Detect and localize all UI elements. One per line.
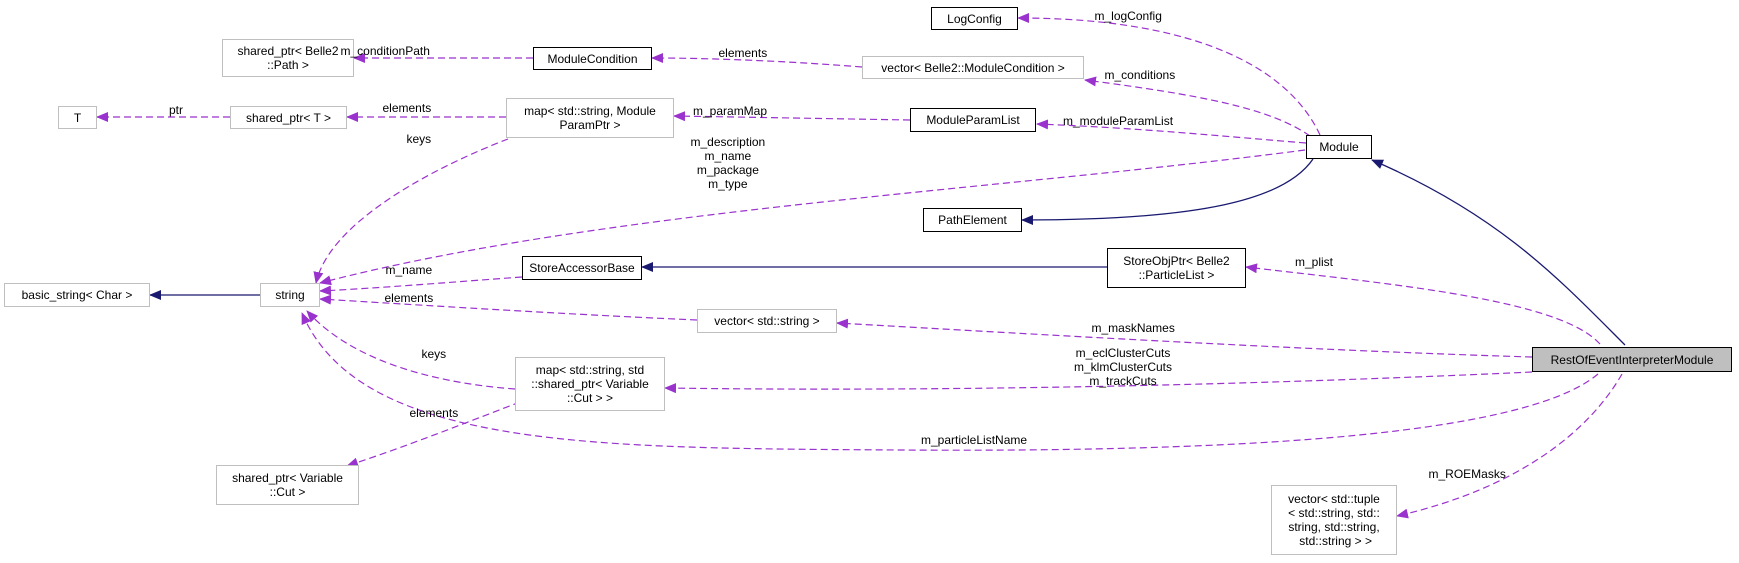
- edge-roe-to-vectortuple: [1396, 373, 1623, 519]
- node-shared-ptr-cut[interactable]: shared_ptr< Variable ::Cut >: [216, 465, 359, 505]
- edge-roe-to-string: [301, 312, 1599, 451]
- node-shared-ptr-t[interactable]: shared_ptr< T >: [230, 106, 347, 129]
- edge-label-cuts: m_eclClusterCuts m_klmClusterCuts m_trac…: [1074, 346, 1173, 388]
- edge-label-m-param-map: m_paramMap: [693, 104, 768, 118]
- edge-cutmap-to-sharedptrcut: [346, 401, 521, 468]
- edge-label-m-plist: m_plist: [1295, 255, 1334, 269]
- edge-roe-to-cutmap: [664, 371, 1533, 394]
- edge-module-to-string: [319, 149, 1306, 286]
- node-module-param-list[interactable]: ModuleParamList: [910, 108, 1036, 132]
- edge-vectorstring-to-string: [319, 294, 698, 321]
- edge-label-keys-cut-map: keys: [421, 347, 447, 361]
- edge-label-module-strings: m_description m_name m_package m_type: [690, 135, 766, 191]
- edge-label-elements-vector: elements: [384, 291, 434, 305]
- edge-roe-to-vectorstring: [836, 318, 1533, 358]
- edge-label-m-module-param-list: m_moduleParamList: [1063, 114, 1174, 128]
- edge-roe-to-module: [1371, 159, 1626, 346]
- edge-label-m-conditions: m_conditions: [1104, 68, 1176, 82]
- edge-label-elements-map: elements: [382, 101, 432, 115]
- edge-module-to-vectormodulecondition: [1084, 76, 1311, 137]
- node-store-accessor-base[interactable]: StoreAccessorBase: [522, 256, 642, 280]
- edge-label-ptr: ptr: [169, 103, 184, 117]
- node-shared-ptr-path[interactable]: shared_ptr< Belle2 ::Path >: [222, 39, 354, 77]
- node-vector-string[interactable]: vector< std::string >: [697, 309, 837, 333]
- edge-module-to-moduleparamlist: [1036, 119, 1307, 144]
- node-t[interactable]: T: [58, 106, 97, 129]
- edge-label-m-mask-names: m_maskNames: [1091, 321, 1175, 335]
- edge-storeaccessorbase-to-string: [319, 276, 523, 296]
- node-string[interactable]: string: [260, 283, 320, 307]
- edge-label-m-particle-list-name: m_particleListName: [921, 433, 1028, 447]
- node-store-obj-ptr[interactable]: StoreObjPtr< Belle2 ::ParticleList >: [1107, 248, 1246, 288]
- edge-label-elements-cut: elements: [409, 406, 459, 420]
- edge-label-m-roe-masks: m_ROEMasks: [1428, 467, 1506, 481]
- node-map-shared-ptr-cut[interactable]: map< std::string, std ::shared_ptr< Vari…: [515, 357, 665, 411]
- edge-label-elements-conditions: elements: [718, 46, 768, 60]
- node-vector-tuple[interactable]: vector< std::tuple < std::string, std:: …: [1271, 485, 1397, 555]
- node-module[interactable]: Module: [1306, 135, 1372, 159]
- edge-roe-to-storeobjptr: [1245, 263, 1601, 345]
- node-path-element[interactable]: PathElement: [923, 208, 1022, 232]
- edge-label-keys-map: keys: [406, 132, 432, 146]
- node-basic-string[interactable]: basic_string< Char >: [4, 283, 150, 307]
- edge-label-m-name: m_name: [385, 263, 433, 277]
- edge-vectormodulecondition-to-modulecondition: [651, 53, 863, 68]
- edge-label-m-condition-path: m_conditionPath: [340, 44, 430, 58]
- edge-module-to-pathelement: [1021, 158, 1314, 225]
- edge-cutmap-to-string: [306, 310, 516, 390]
- node-map-module-param[interactable]: map< std::string, Module ParamPtr >: [506, 98, 674, 138]
- node-module-condition[interactable]: ModuleCondition: [533, 47, 652, 70]
- node-rest-of-event-interpreter-module[interactable]: RestOfEventInterpreterModule: [1532, 347, 1732, 372]
- node-log-config[interactable]: LogConfig: [931, 7, 1018, 30]
- edge-map-to-string: [313, 138, 509, 284]
- edge-label-m-log-config: m_logConfig: [1094, 9, 1162, 23]
- edge-moduleparamlist-to-map: [673, 111, 911, 122]
- node-vector-module-condition[interactable]: vector< Belle2::ModuleCondition >: [862, 56, 1084, 79]
